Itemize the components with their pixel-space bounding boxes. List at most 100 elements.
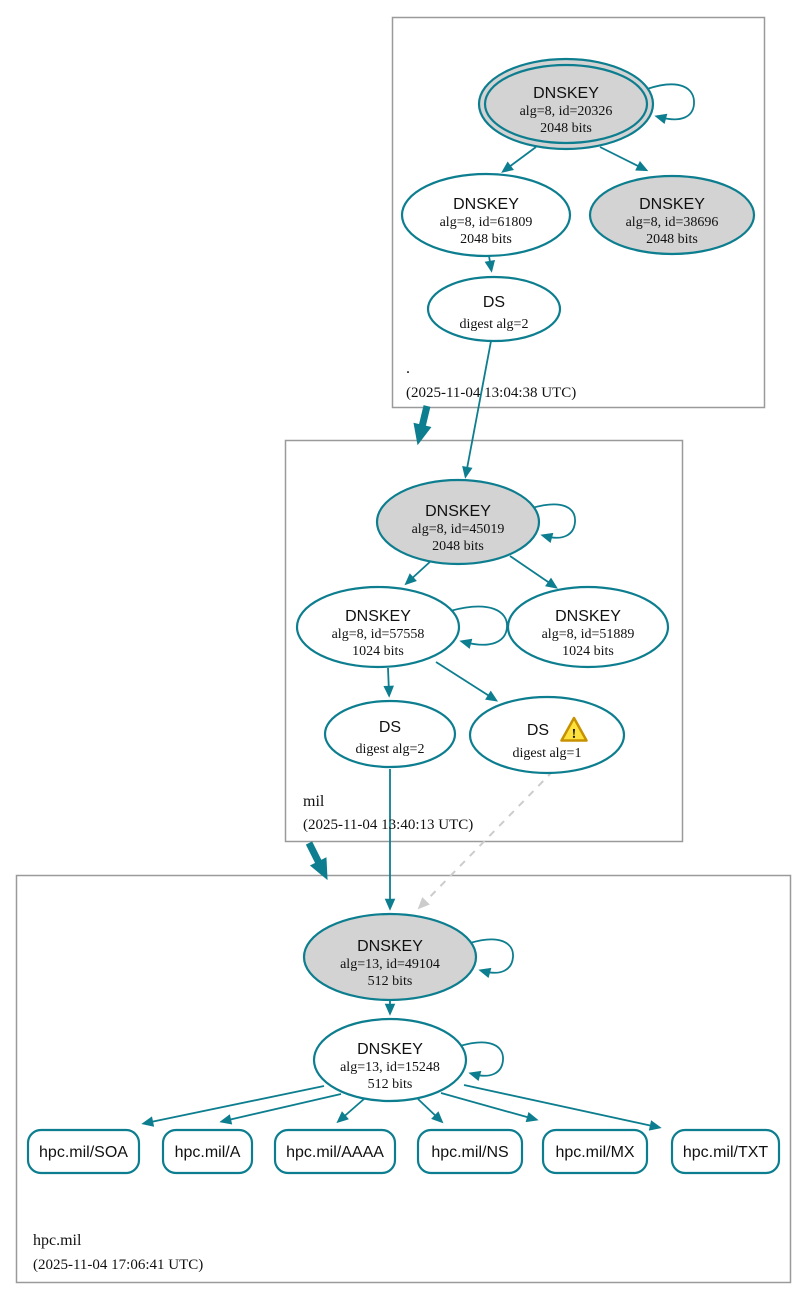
node-shape[interactable] <box>312 1017 468 1103</box>
dnskey-node-49104[interactable]: DNSKEY alg=13, id=49104 512 bits <box>302 912 478 1002</box>
node-shape[interactable] <box>588 174 756 256</box>
self-loop-45019 <box>531 503 576 544</box>
ds-node-root[interactable]: DS digest alg=2 <box>426 275 562 343</box>
rrset-label: hpc.mil/NS <box>431 1144 508 1161</box>
zone-box-root <box>391 16 766 409</box>
delegation-arrow-root-to-mil <box>413 405 432 446</box>
rrset-node-ns[interactable]: hpc.mil/NS <box>416 1128 524 1175</box>
dnskey-node-15248[interactable]: DNSKEY alg=13, id=15248 512 bits <box>312 1017 468 1103</box>
node-shape[interactable] <box>323 699 457 769</box>
node-shape[interactable] <box>416 1128 524 1175</box>
self-loop-15248 <box>459 1041 504 1082</box>
node-title: DNSKEY <box>357 1041 423 1058</box>
node-detail: digest alg=2 <box>460 317 529 332</box>
rrset-node-a[interactable]: hpc.mil/A <box>161 1128 254 1175</box>
node-detail: 512 bits <box>368 1077 413 1092</box>
dnskey-node-51889[interactable]: DNSKEY alg=8, id=51889 1024 bits <box>506 585 670 669</box>
self-loop-20326 <box>646 83 695 124</box>
node-shape-inner <box>483 63 649 145</box>
node-detail: alg=13, id=15248 <box>340 1060 440 1075</box>
node-detail: alg=8, id=20326 <box>520 104 613 119</box>
zone-mil: DNSKEY alg=8, id=45019 2048 bits DNSKEY … <box>295 478 670 833</box>
node-detail: digest alg=2 <box>356 742 425 757</box>
edge-15248-to-mx <box>440 1092 539 1123</box>
node-detail: alg=13, id=49104 <box>340 957 440 972</box>
warning-mark: ! <box>572 727 577 742</box>
node-shape[interactable] <box>161 1128 254 1175</box>
zone-timestamp-root: (2025-11-04 13:04:38 UTC) <box>406 385 576 401</box>
node-title: DNSKEY <box>533 85 599 102</box>
node-title: DNSKEY <box>639 196 705 213</box>
node-detail: 1024 bits <box>562 644 614 659</box>
node-shape[interactable] <box>375 478 541 566</box>
edge-45019-to-51889 <box>509 555 558 589</box>
zone-box-hpc-mil <box>15 874 792 1284</box>
node-shape-outer[interactable] <box>477 57 655 151</box>
edge-57558-to-ds-alg1 <box>435 661 499 702</box>
node-detail: 2048 bits <box>646 232 698 247</box>
zone-timestamp-mil: (2025-11-04 13:40:13 UTC) <box>303 817 473 833</box>
node-title: DNSKEY <box>357 938 423 955</box>
node-shape[interactable] <box>302 912 478 1002</box>
node-shape[interactable] <box>541 1128 649 1175</box>
delegation-arrow-mil-to-hpc-mil <box>305 841 328 881</box>
edge-61809-to-ds <box>484 255 496 273</box>
node-detail: 2048 bits <box>460 232 512 247</box>
rrset-label: hpc.mil/AAAA <box>286 1144 384 1161</box>
node-shape[interactable] <box>273 1128 397 1175</box>
edge-15248-to-txt <box>463 1084 662 1131</box>
edge-15248-to-aaaa <box>336 1098 365 1124</box>
node-detail: 2048 bits <box>540 121 592 136</box>
self-loop-49104 <box>469 938 514 979</box>
rrset-label: hpc.mil/A <box>175 1144 241 1161</box>
rrset-label: hpc.mil/SOA <box>39 1144 128 1161</box>
node-shape[interactable] <box>670 1128 781 1175</box>
rrset-label: hpc.mil/MX <box>555 1144 634 1161</box>
node-detail: alg=8, id=57558 <box>332 627 425 642</box>
node-detail: 512 bits <box>368 974 413 989</box>
node-detail: alg=8, id=61809 <box>440 215 533 230</box>
dnskey-node-57558[interactable]: DNSKEY alg=8, id=57558 1024 bits <box>295 585 461 669</box>
edge-ds-root-to-dnskey-45019 <box>462 340 492 479</box>
rrset-node-soa[interactable]: hpc.mil/SOA <box>26 1128 141 1175</box>
ds-node-mil-alg2[interactable]: DS digest alg=2 <box>323 699 457 769</box>
zone-name-hpc-mil: hpc.mil <box>33 1232 82 1249</box>
edge-ds-mil-alg1-to-dnskey-49104-insecure <box>417 770 554 910</box>
rrset-node-txt[interactable]: hpc.mil/TXT <box>670 1128 781 1175</box>
node-title: DS <box>483 294 505 311</box>
node-shape[interactable] <box>26 1128 141 1175</box>
rrset-node-mx[interactable]: hpc.mil/MX <box>541 1128 649 1175</box>
node-title: DNSKEY <box>425 503 491 520</box>
dnskey-node-20326[interactable]: DNSKEY alg=8, id=20326 2048 bits <box>477 57 655 151</box>
node-shape[interactable] <box>426 275 562 343</box>
zone-name-root: . <box>406 360 410 377</box>
node-detail: 2048 bits <box>432 539 484 554</box>
node-shape[interactable] <box>506 585 670 669</box>
node-title: DNSKEY <box>345 608 411 625</box>
rrset-node-aaaa[interactable]: hpc.mil/AAAA <box>273 1128 397 1175</box>
node-shape[interactable] <box>400 172 572 258</box>
node-shape[interactable] <box>468 695 626 775</box>
dnskey-node-61809[interactable]: DNSKEY alg=8, id=61809 2048 bits <box>400 172 572 258</box>
node-detail: 1024 bits <box>352 644 404 659</box>
node-shape[interactable] <box>295 585 461 669</box>
node-detail: digest alg=1 <box>513 746 582 761</box>
node-detail: alg=8, id=38696 <box>626 215 719 230</box>
zone-timestamp-hpc-mil: (2025-11-04 17:06:41 UTC) <box>33 1257 203 1273</box>
edge-57558-to-ds-alg2 <box>383 667 394 698</box>
node-title: DS <box>379 719 401 736</box>
dnskey-node-38696[interactable]: DNSKEY alg=8, id=38696 2048 bits <box>588 174 756 256</box>
edge-20326-to-61809 <box>501 146 537 173</box>
node-detail: alg=8, id=45019 <box>412 522 505 537</box>
node-detail: alg=8, id=51889 <box>542 627 635 642</box>
ds-node-mil-alg1[interactable]: DS ! digest alg=1 <box>468 695 626 775</box>
node-title: DS <box>527 722 549 739</box>
edge-15248-to-soa <box>141 1085 325 1127</box>
warning-icon: ! <box>560 716 588 742</box>
node-title: DNSKEY <box>453 196 519 213</box>
dnskey-node-45019[interactable]: DNSKEY alg=8, id=45019 2048 bits <box>375 478 541 566</box>
zone-hpc-mil: DNSKEY alg=13, id=49104 512 bits DNSKEY … <box>26 912 781 1273</box>
zone-name-mil: mil <box>303 793 325 810</box>
